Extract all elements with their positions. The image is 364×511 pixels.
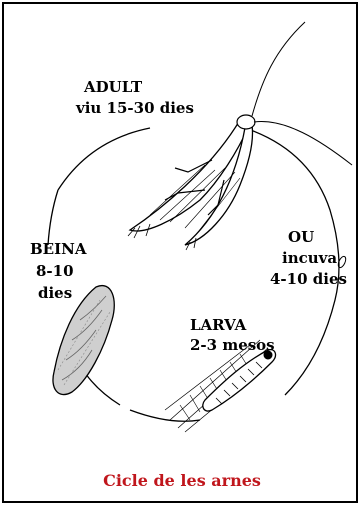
larva-stage-name: LARVA [190, 316, 246, 335]
adult-stage-duration: viu 15-30 dies [76, 99, 194, 118]
pupa-stage-duration-line1: 8-10 [36, 262, 74, 281]
egg-stage-note: incuva [282, 249, 337, 268]
pupa-stage-name: BEINA [30, 240, 86, 259]
egg-stage-name: OU [288, 228, 314, 247]
larva-stage-duration: 2-3 mesos [190, 336, 275, 355]
egg-stage-duration: 4-10 dies [270, 270, 347, 289]
pupa-stage-duration-line2: dies [38, 284, 72, 303]
adult-stage-name: ADULT [84, 78, 142, 97]
adult-moth-icon [128, 22, 352, 250]
diagram-caption: Cicle de les arnes [0, 471, 364, 490]
